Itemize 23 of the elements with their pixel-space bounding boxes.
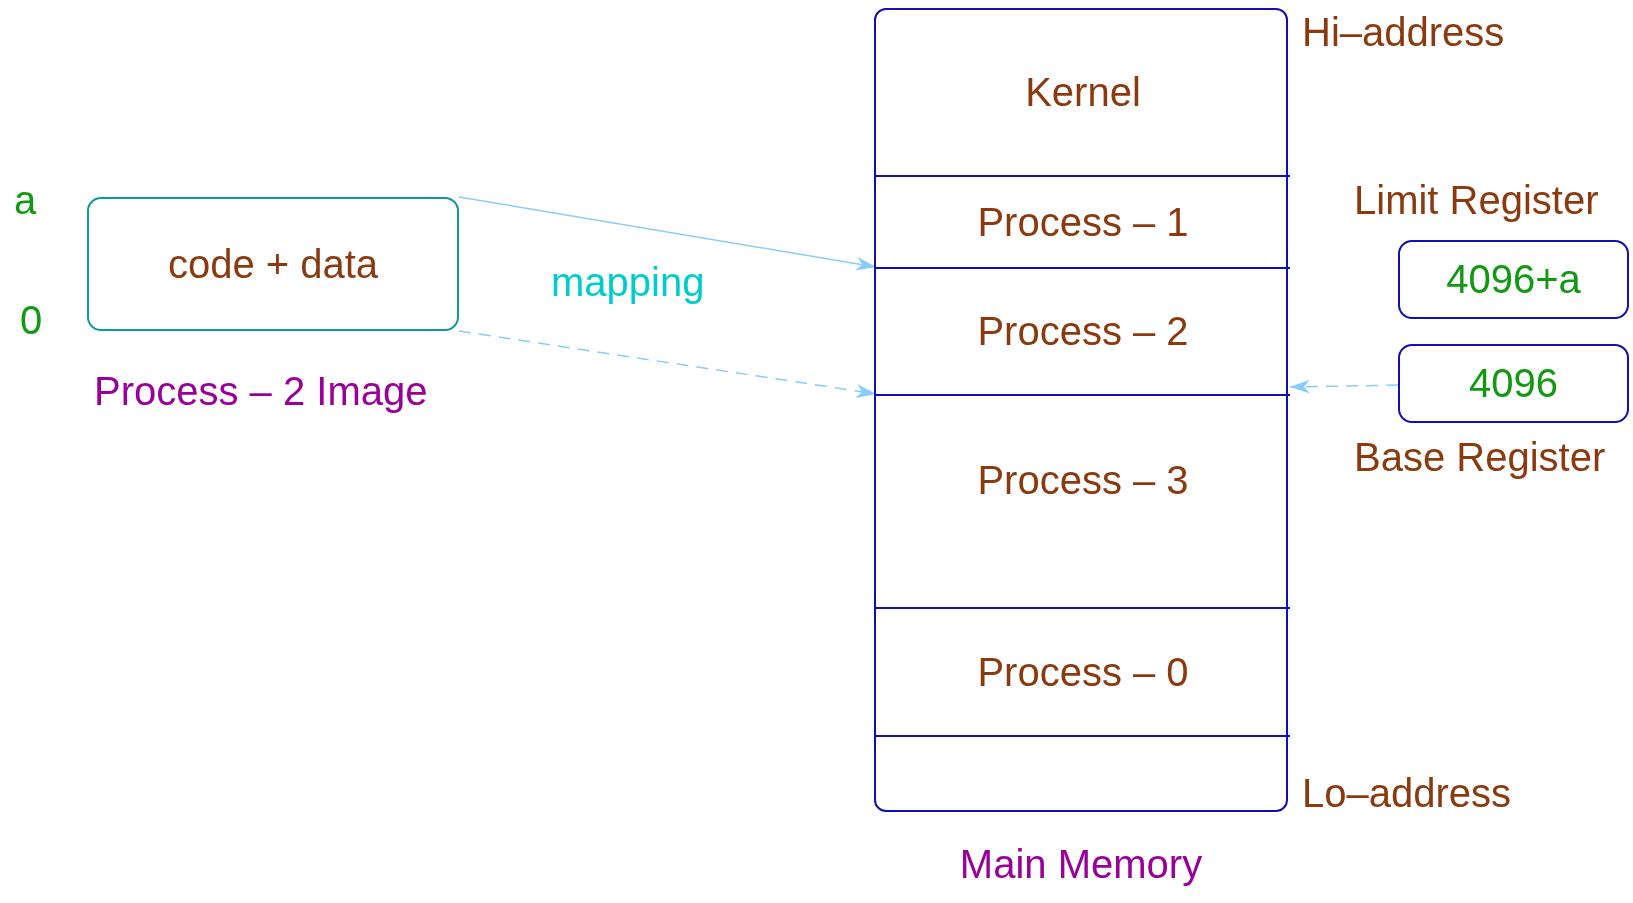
image-label: Process – 2 Image [94, 371, 428, 411]
register-box [1398, 344, 1629, 423]
address-label: Hi–address [1302, 12, 1505, 52]
mapping-label: mapping [551, 262, 705, 302]
segment-label: Process – 1 [977, 199, 1189, 245]
register-label: Limit Register [1354, 180, 1599, 220]
process-box [87, 197, 459, 331]
register-box [1398, 240, 1629, 319]
box-label: 4096 [1469, 361, 1558, 406]
segment-label: Process – 2 [977, 309, 1189, 354]
address-label: Lo–address [1302, 773, 1512, 813]
arrow [458, 330, 877, 398]
address-label: a [14, 180, 37, 220]
memory-title: Main Memory [958, 844, 1204, 884]
register-label: Base Register [1354, 437, 1606, 477]
address-label: 0 [20, 300, 43, 340]
segment-label: Process – 3 [977, 458, 1189, 503]
box-label: code + data [167, 241, 379, 287]
arrow [1289, 379, 1399, 394]
box-label: 4096+a [1446, 257, 1581, 302]
arrow [458, 196, 877, 271]
segment-label: Kernel [1025, 70, 1141, 115]
segment-label: Process – 0 [977, 649, 1189, 695]
